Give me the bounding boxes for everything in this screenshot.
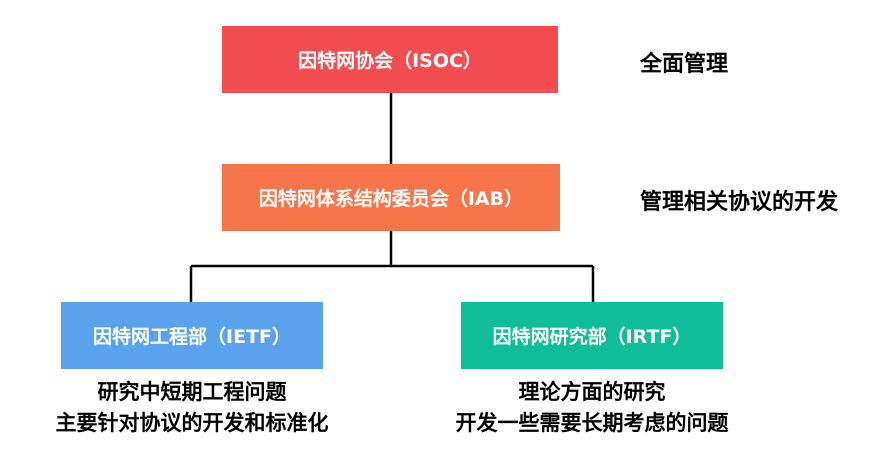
description-ietf: 研究中短期工程问题 主要针对协议的开发和标准化: [0, 377, 384, 439]
description-irtf-line-1: 理论方面的研究: [518, 380, 666, 404]
node-ietf-label: 因特网工程部（IETF）: [93, 326, 291, 348]
description-ietf-line-1: 研究中短期工程问题: [97, 380, 287, 404]
description-irtf-line-2: 开发一些需要长期考虑的问题: [455, 411, 729, 435]
description-ietf-line-2: 主要针对协议的开发和标准化: [55, 411, 329, 435]
node-ietf: 因特网工程部（IETF）: [61, 302, 323, 369]
node-isoc-label: 因特网协会（ISOC）: [298, 50, 482, 72]
note-iab: 管理相关协议的开发: [640, 190, 839, 215]
note-isoc: 全面管理: [640, 52, 729, 77]
node-irtf: 因特网研究部（IRTF）: [461, 302, 723, 369]
node-irtf-label: 因特网研究部（IRTF）: [492, 326, 692, 348]
node-isoc: 因特网协会（ISOC）: [222, 26, 558, 93]
node-iab: 因特网体系结构委员会（IAB）: [222, 164, 560, 231]
description-irtf: 理论方面的研究 开发一些需要长期考虑的问题: [397, 377, 787, 439]
node-iab-label: 因特网体系结构委员会（IAB）: [258, 188, 524, 210]
